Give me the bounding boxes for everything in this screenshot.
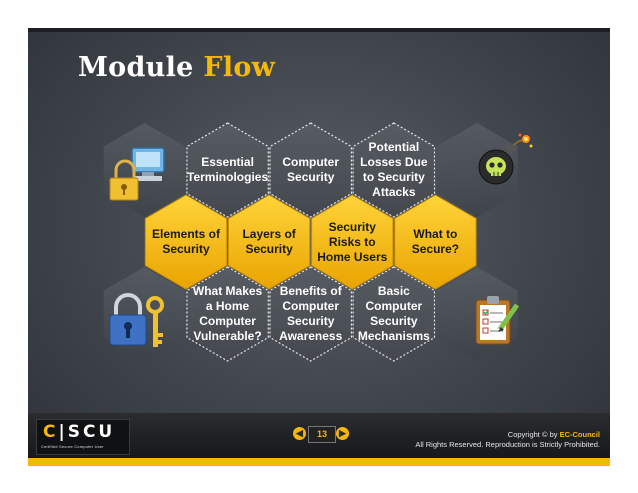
top-bar xyxy=(28,28,610,32)
hex-middle-label-1-line: Security xyxy=(162,242,210,256)
title-word-module: Module xyxy=(78,52,194,83)
hex-top-2[interactable] xyxy=(269,122,352,218)
hex-top-label-1-line: Terminologies xyxy=(187,170,269,184)
hex-middle-label-4-line: Secure? xyxy=(411,242,460,256)
skull-bomb-icon xyxy=(478,133,533,185)
hex-bottom-label-2-line: Security xyxy=(287,314,335,328)
copyright-brand: EC-Council xyxy=(559,430,600,439)
hex-bottom-3[interactable] xyxy=(352,266,436,362)
hex-top-label-1-line: Essential xyxy=(201,155,254,169)
hex-top-1[interactable] xyxy=(186,122,269,218)
hex-bottom-label-1-line: Vulnerable? xyxy=(193,329,262,343)
hex-bottom-label-2-line: Benefits of xyxy=(279,284,342,298)
page-title: Module Flow xyxy=(78,52,275,83)
next-page-button[interactable]: ▶ xyxy=(336,427,349,440)
clipboard-checklist-icon xyxy=(475,296,520,345)
lock-and-key-icon xyxy=(109,293,164,347)
hex-top-label-2-line: Security xyxy=(287,170,335,184)
hex-bottom-label-3-line: Mechanisms xyxy=(357,329,430,343)
footer-bar: C|SCU Certified Secure Computer User ◀ 1… xyxy=(28,413,610,458)
hex-middle-label-3-line: Home Users xyxy=(317,249,388,264)
corner-hex-top-right xyxy=(436,123,518,217)
hex-bottom-label-3-line: Security xyxy=(370,314,418,328)
copyright-notice: Copyright © by EC-Council All Rights Res… xyxy=(415,430,600,450)
hex-middle-label-2-line: Security xyxy=(245,242,293,256)
hex-bottom-label-3-line: Computer xyxy=(365,299,423,313)
hex-middle-2[interactable] xyxy=(227,194,311,290)
hex-middle-1[interactable] xyxy=(144,194,228,290)
hex-bottom-1[interactable] xyxy=(186,266,269,362)
hex-bottom-label-2-line: Awareness xyxy=(279,329,343,343)
hex-middle-label-2-line: Layers of xyxy=(242,227,296,241)
hex-middle-label-1-line: Elements of xyxy=(151,227,220,241)
logo-tagline: Certified Secure Computer User xyxy=(41,444,104,449)
hex-top-label-2-line: Computer xyxy=(282,155,340,169)
pagination: ◀ 13 ▶ xyxy=(293,426,349,443)
hex-bottom-label-3-line: Basic xyxy=(377,284,410,298)
cscu-logo: C|SCU Certified Secure Computer User xyxy=(36,419,130,455)
logo-text: C|SCU xyxy=(43,422,116,442)
hex-top-3[interactable] xyxy=(352,122,436,218)
hex-top-label-3-line: to Security xyxy=(362,170,425,184)
prev-page-button[interactable]: ◀ xyxy=(293,427,306,440)
hex-top-label-3-line: Potential xyxy=(368,140,420,154)
hex-bottom-label-1-line: Computer xyxy=(199,314,256,328)
title-word-flow: Flow xyxy=(203,52,276,83)
copyright-prefix: Copyright © by xyxy=(507,430,560,439)
hex-middle-3[interactable] xyxy=(311,194,394,290)
hex-bottom-label-1-line: a Home xyxy=(205,299,250,313)
hex-bottom-2[interactable] xyxy=(269,266,352,362)
page-number: 13 xyxy=(308,426,336,443)
rights-text: All Rights Reserved. Reproduction is Str… xyxy=(415,440,600,449)
hexagon-flow-diagram xyxy=(103,122,533,362)
hex-middle-4[interactable] xyxy=(394,194,477,290)
footer-accent-bar xyxy=(28,458,610,466)
padlock-computer-icon xyxy=(109,147,165,201)
hex-top-label-3-line: Attacks xyxy=(372,185,416,199)
hex-bottom-label-2-line: Computer xyxy=(282,299,340,313)
hex-middle-label-4-line: What to xyxy=(413,227,458,241)
hex-middle-label-3-line: Risks to xyxy=(328,234,376,249)
hex-bottom-label-1-line: What Makes xyxy=(192,284,263,298)
hex-middle-label-3-line: Security xyxy=(328,219,376,234)
hex-top-label-3-line: Losses Due xyxy=(360,155,428,169)
slide: Module Flow xyxy=(28,28,610,466)
